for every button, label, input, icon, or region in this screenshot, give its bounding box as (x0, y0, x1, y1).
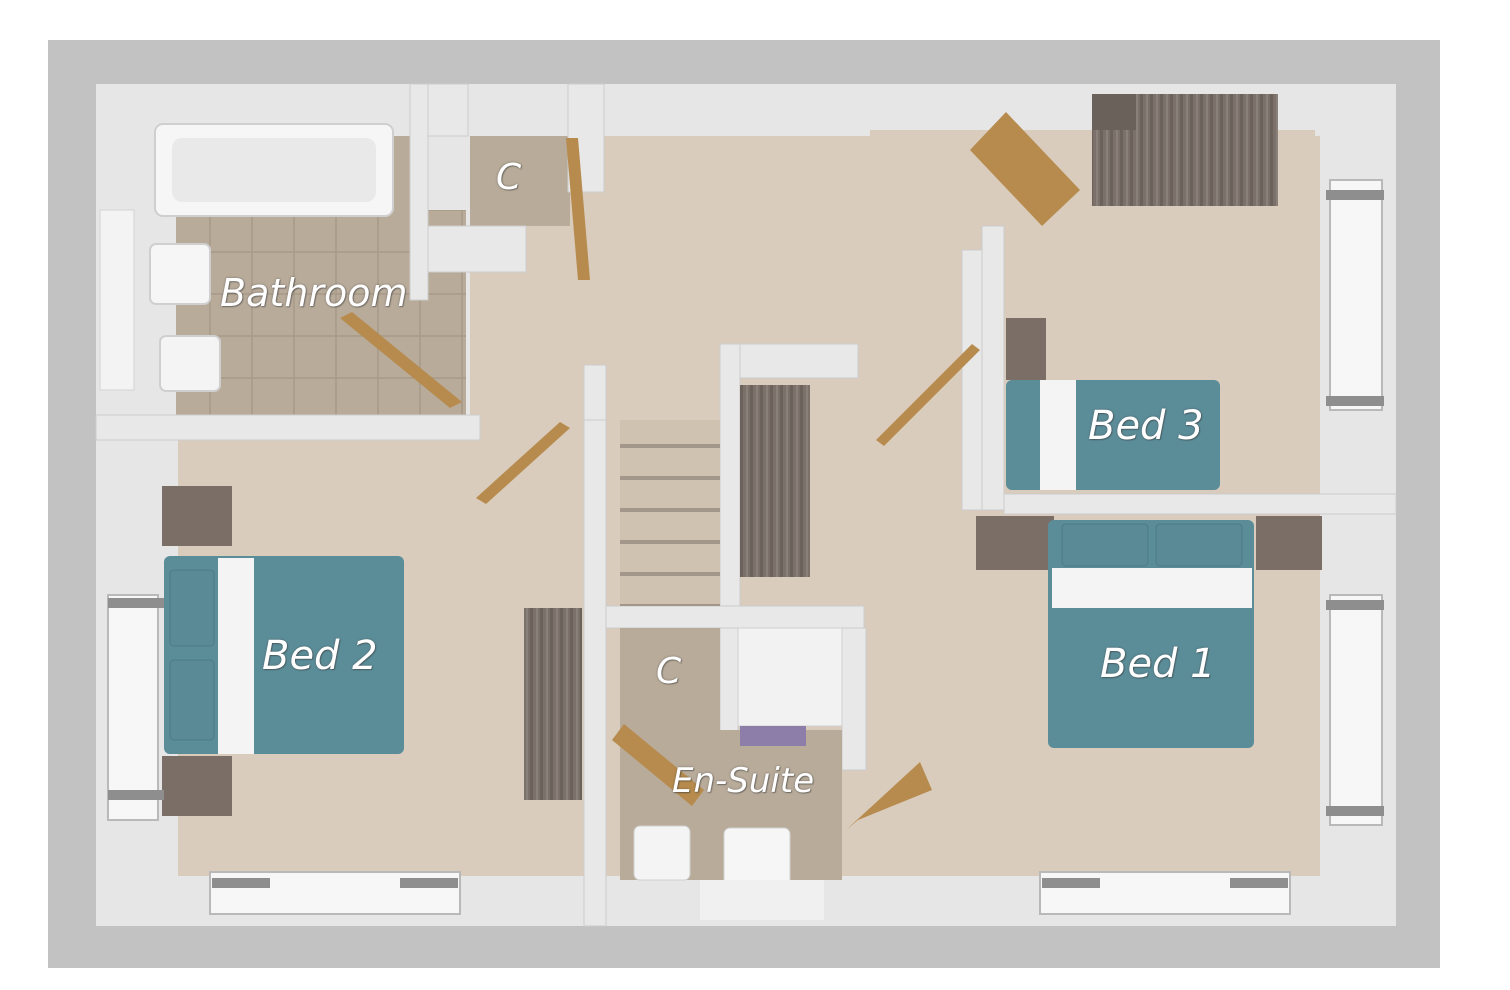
radiators (108, 190, 1384, 888)
room-label-bathroom: Bathroom (220, 271, 408, 315)
windows (107, 179, 1383, 915)
ensuite-toilet (633, 825, 691, 881)
room-label-cupboard-top: C (496, 157, 522, 198)
ensuite-room (620, 627, 843, 920)
room-label-bed-1: Bed 1 (1100, 641, 1216, 687)
bed-3 (1006, 318, 1220, 490)
cupboard-top-room (470, 136, 570, 226)
room-label-bed-3: Bed 3 (1088, 403, 1204, 449)
bathroom-room (99, 123, 466, 415)
doors (340, 112, 1080, 830)
room-label-ensuite: En-Suite (672, 761, 815, 801)
room-label-bed-2: Bed 2 (262, 633, 378, 679)
toilet (159, 335, 221, 392)
bed-1 (976, 516, 1322, 748)
bed-2 (162, 486, 404, 816)
stairs (620, 420, 720, 606)
room-label-cupboard-bottom: C (656, 651, 682, 692)
interior-walls (95, 83, 1397, 927)
basin (149, 243, 211, 305)
wardrobes (524, 94, 1278, 800)
shower (737, 627, 843, 727)
